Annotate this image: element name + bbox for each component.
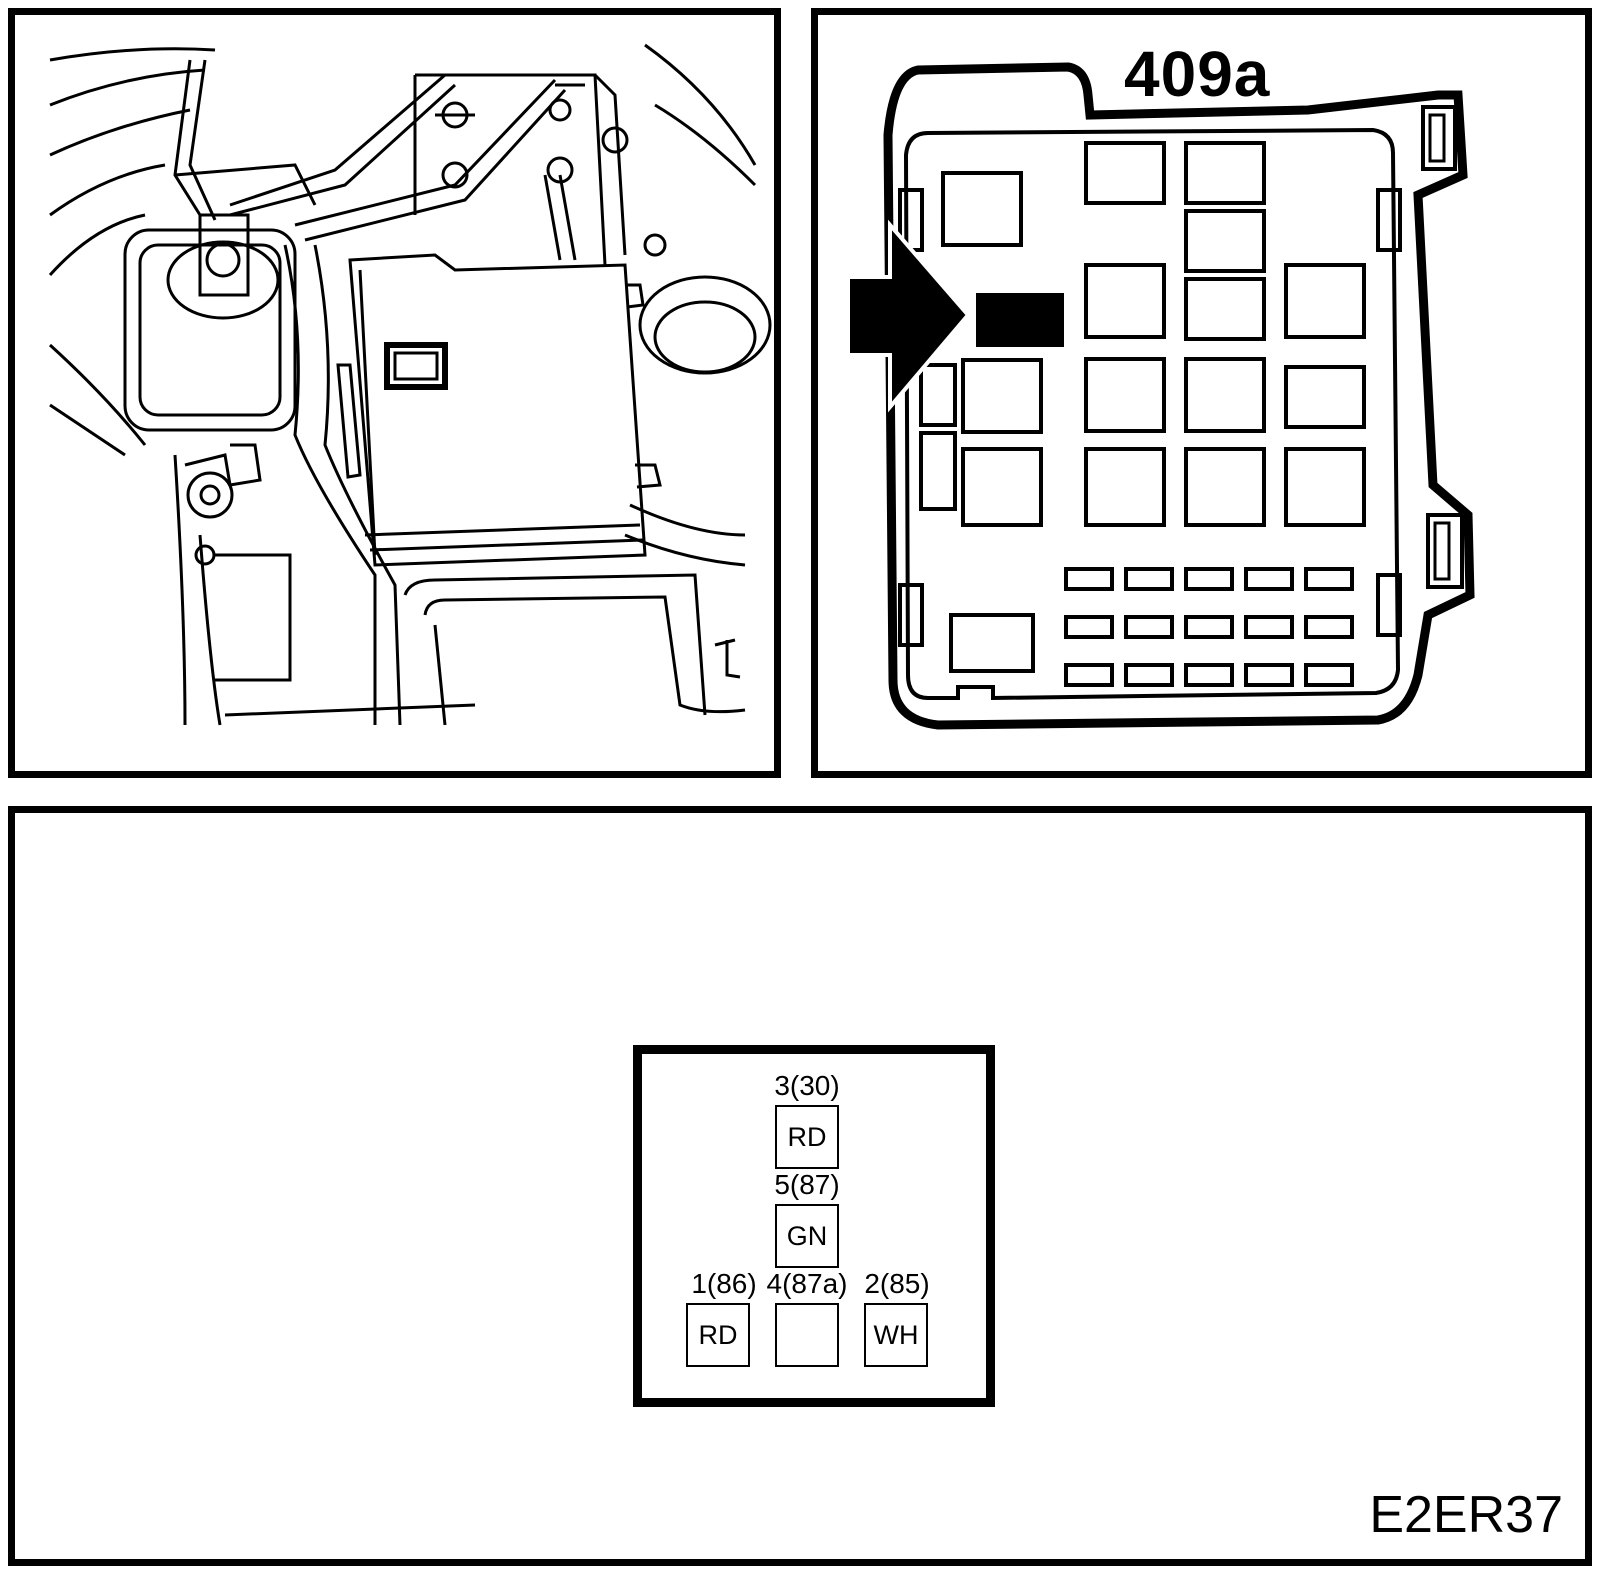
relay-pinout-panel: 3(30) RD 5(87) GN 1(86) RD 4(87a) 2(85) … [8, 806, 1592, 1566]
pin-terminal-label: 3(30) [774, 1070, 840, 1101]
figure-code: E2ER37 [1369, 1486, 1563, 1544]
pin-1-cavity: RD [686, 1303, 750, 1367]
fuse-box-drawing [846, 62, 1475, 730]
pin-3-cavity: RD [775, 1105, 839, 1169]
highlighted-relay-slot [976, 293, 1064, 347]
pin-2-cavity: WH [864, 1303, 928, 1367]
pin-terminal-label: 5(87) [774, 1169, 840, 1200]
relay-pinout-diagram: 3(30) RD 5(87) GN 1(86) RD 4(87a) 2(85) … [633, 1045, 995, 1407]
pin-4-cavity [775, 1303, 839, 1367]
pin-terminal-label: 1(86) [691, 1268, 757, 1299]
engine-bay-drawing [48, 43, 772, 726]
pin-terminal-label: 4(87a) [766, 1268, 848, 1299]
pin-5-cavity: GN [775, 1204, 839, 1268]
pin-terminal-label: 2(85) [864, 1268, 930, 1299]
fuse-box-label: 409a [1124, 38, 1271, 110]
locator-arrow [846, 219, 971, 413]
engine-bay-illustration-panel [8, 8, 781, 778]
fuse-box-layout-panel: 409a [811, 8, 1592, 778]
